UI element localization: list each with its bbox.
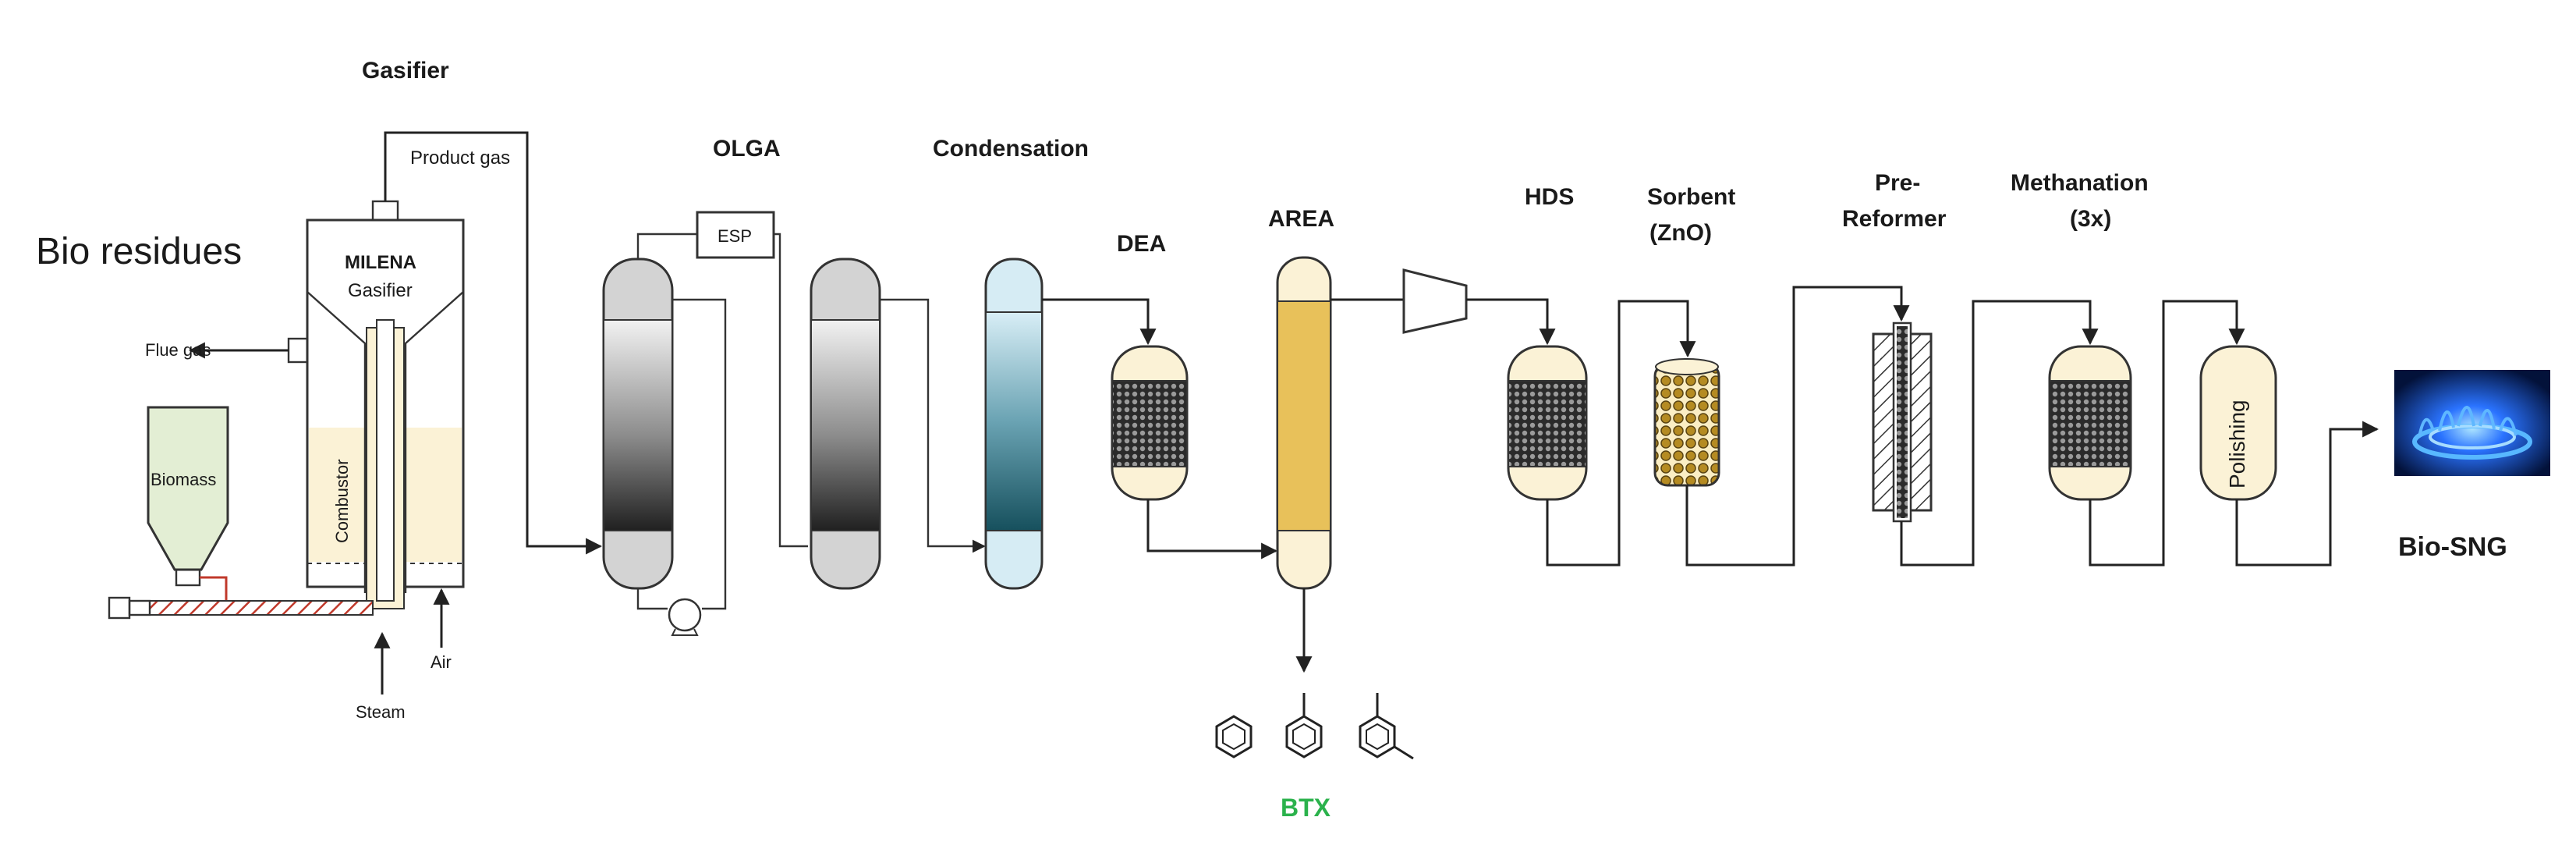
screw-feeder [149,600,374,616]
milena-gasifier: MILENA Gasifier Combustor [287,200,465,609]
pump-icon [668,598,702,636]
sorbent-heading-sub: (ZnO) [1649,220,1712,246]
toluene-icon [1285,693,1323,758]
prereformer-vessel [1872,321,1933,523]
esp-label: ESP [718,226,752,246]
methanation-heading-sub: (3x) [2070,206,2111,232]
polishing-label: Polishing [2225,400,2249,488]
prereformer-heading-sub: Reformer [1842,206,1947,232]
polishing-vessel: Polishing [2199,345,2277,501]
gasifier-heading: Gasifier [362,58,449,83]
area-heading: AREA [1268,206,1334,232]
bio-residues-label: Bio residues [36,231,242,272]
benzene-icon [1215,715,1253,758]
biomass-label: Biomass [151,470,216,489]
product-gas-label: Product gas [410,147,510,169]
olga-column-2 [810,258,881,590]
steam-label: Steam [356,702,406,722]
dea-heading: DEA [1117,231,1166,257]
olga-heading: OLGA [713,136,781,162]
area-column [1276,256,1332,590]
milena-gasifier-label: Gasifier [348,280,413,301]
compressor-icon [1402,268,1468,334]
bio-sng-label: Bio-SNG [2398,532,2507,562]
flue-gas-label: Flue gas [145,340,211,360]
hds-vessel [1507,345,1588,501]
sorbent-vessel [1653,358,1720,487]
olga-column-1 [602,258,674,590]
biomass-hopper: Biomass [147,406,229,601]
sorbent-heading: Sorbent [1647,184,1735,210]
combustor-label: Combustor [332,459,352,543]
xylene-icon [1359,693,1414,760]
milena-label: MILENA [345,252,416,273]
methanation-heading: Methanation [2011,170,2149,196]
condensation-column [984,258,1044,590]
dea-vessel [1111,345,1189,501]
air-label: Air [431,652,452,672]
condensation-heading: Condensation [933,136,1089,162]
methanation-vessel [2048,345,2132,501]
hds-heading: HDS [1525,184,1574,210]
gas-flame-icon [2394,370,2550,476]
btx-label: BTX [1281,794,1331,822]
prereformer-heading: Pre- [1875,170,1920,196]
